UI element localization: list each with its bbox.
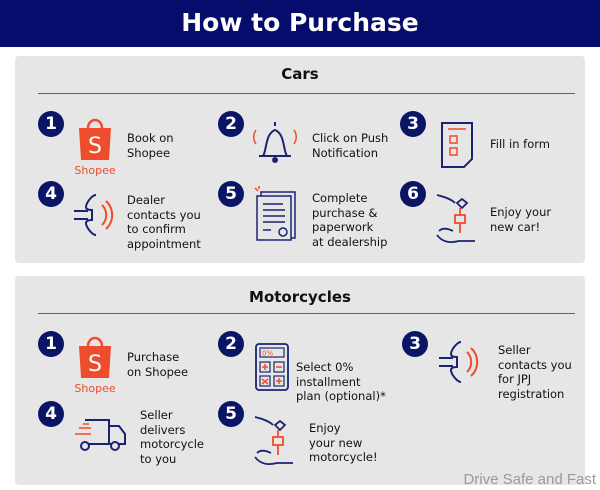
step-text: Book on Shopee xyxy=(127,131,174,160)
step-number: 4 xyxy=(38,401,64,427)
step-text: Seller delivers motorcycle to you xyxy=(140,408,204,466)
delivery-truck-icon xyxy=(75,419,126,451)
step-number: 2 xyxy=(218,331,244,357)
shopee-bag-icon: Shopee xyxy=(75,118,115,176)
step-number: 3 xyxy=(402,331,428,357)
documents-icon xyxy=(254,186,296,241)
step-text: Enjoy your new car! xyxy=(490,205,552,234)
shopee-logo-text: Shopee xyxy=(75,164,115,176)
bell-icon xyxy=(253,122,297,163)
step-number: 3 xyxy=(400,111,426,137)
step-number: 5 xyxy=(218,401,244,427)
step-text: Complete purchase & paperwork at dealers… xyxy=(312,191,388,249)
phone-icon xyxy=(73,194,114,236)
step-number: 4 xyxy=(38,181,64,207)
step-number: 1 xyxy=(38,331,64,357)
step-text: Fill in form xyxy=(490,137,550,151)
shopee-bag-icon: Shopee xyxy=(75,336,115,394)
key-handover-icon xyxy=(254,416,294,466)
cars-panel: Cars 1 Shopee Book on Shopee 2 Click on … xyxy=(15,56,585,263)
shopee-logo-text: Shopee xyxy=(75,382,115,394)
divider xyxy=(38,313,575,314)
step-text: Seller contacts you for JPJ registration xyxy=(498,343,572,401)
step-text: Enjoy your new motorcycle! xyxy=(309,421,378,464)
form-icon xyxy=(441,122,473,168)
step-text: Click on Push Notification xyxy=(312,131,389,160)
step-number: 6 xyxy=(400,181,426,207)
step-text: Purchase on Shopee xyxy=(127,350,189,379)
calculator-icon: 0% xyxy=(255,343,289,391)
cars-title: Cars xyxy=(281,65,319,83)
phone-icon xyxy=(438,341,479,383)
step-number: 1 xyxy=(38,111,64,137)
step-text: Dealer contacts you to confirm appointme… xyxy=(127,193,201,251)
step-text: Select 0% installment plan (optional)* xyxy=(296,360,386,403)
motorcycles-panel: Motorcycles 1 Shopee Purchase on Shopee … xyxy=(15,276,585,485)
divider xyxy=(38,93,575,94)
step-number: 2 xyxy=(218,111,244,137)
page-title: How to Purchase xyxy=(0,0,600,47)
step-number: 5 xyxy=(218,181,244,207)
key-handover-icon xyxy=(436,194,476,244)
motorcycles-title: Motorcycles xyxy=(249,288,351,306)
calculator-display: 0% xyxy=(262,350,273,358)
watermark: Drive Safe and Fast xyxy=(463,471,596,488)
